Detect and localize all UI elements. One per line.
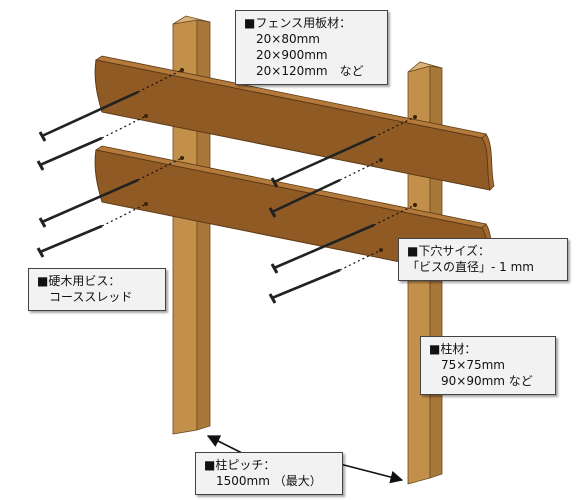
pilot-hole — [180, 156, 184, 160]
screw-icon — [36, 224, 103, 258]
screw-guide-line — [137, 69, 183, 93]
screw-guide-line — [101, 115, 147, 139]
screws — [36, 90, 375, 304]
pilot-hole — [144, 114, 148, 118]
callout-post-line-2: 90×90mm など — [441, 374, 533, 388]
screw-icon — [36, 136, 103, 171]
callout-post-pitch-line-1: 1500mm （最大） — [216, 474, 322, 488]
callout-fence-board-line-2: 20×900mm — [256, 48, 328, 62]
callout-fence-board-line-1: 20×80mm — [256, 32, 320, 46]
pitch-arrow-right — [339, 463, 404, 484]
callout-screw-title: ■硬木用ビス： — [37, 274, 121, 288]
callout-post: ■柱材： 75×75mm 90×90mm など — [420, 336, 556, 395]
pilot-hole — [144, 202, 148, 206]
callout-fence-board-title: ■フェンス用板材： — [244, 16, 352, 30]
callout-pilot-hole-line-1: 「ビスの直径」- 1 mm — [407, 260, 534, 274]
screw-icon — [268, 178, 341, 218]
upper-board — [94, 55, 495, 191]
screw-guide-lines — [101, 69, 416, 271]
left-post-top — [172, 15, 211, 25]
callout-screw: ■硬木用ビス： コーススレッド — [28, 268, 166, 311]
callout-post-pitch: ■柱ピッチ： 1500mm （最大） — [195, 452, 343, 495]
callout-post-line-1: 75×75mm — [441, 358, 505, 372]
screw-guide-line — [101, 203, 147, 227]
callout-post-pitch-title: ■柱ピッチ： — [204, 458, 276, 472]
screw-icon — [38, 90, 139, 142]
screw-icon — [38, 178, 139, 228]
right-post-top — [407, 61, 443, 73]
callout-pilot-hole: ■下穴サイズ： 「ビスの直径」- 1 mm — [398, 238, 568, 281]
screw-guide-line — [137, 157, 183, 181]
callout-post-title: ■柱材： — [429, 342, 477, 356]
screw-icon — [270, 135, 375, 188]
callout-pilot-hole-title: ■下穴サイズ： — [407, 244, 490, 258]
callout-fence-board-line-3: 20×120mm など — [256, 64, 364, 78]
upper-board-end — [481, 133, 495, 191]
pilot-hole — [180, 68, 184, 72]
callout-fence-board: ■フェンス用板材： 20×80mm 20×900mm 20×120mm など — [235, 10, 388, 85]
screw-icon — [270, 223, 375, 274]
pilot-holes — [144, 68, 417, 252]
screw-icon — [268, 268, 341, 304]
callout-screw-line-1: コーススレッド — [49, 290, 133, 304]
